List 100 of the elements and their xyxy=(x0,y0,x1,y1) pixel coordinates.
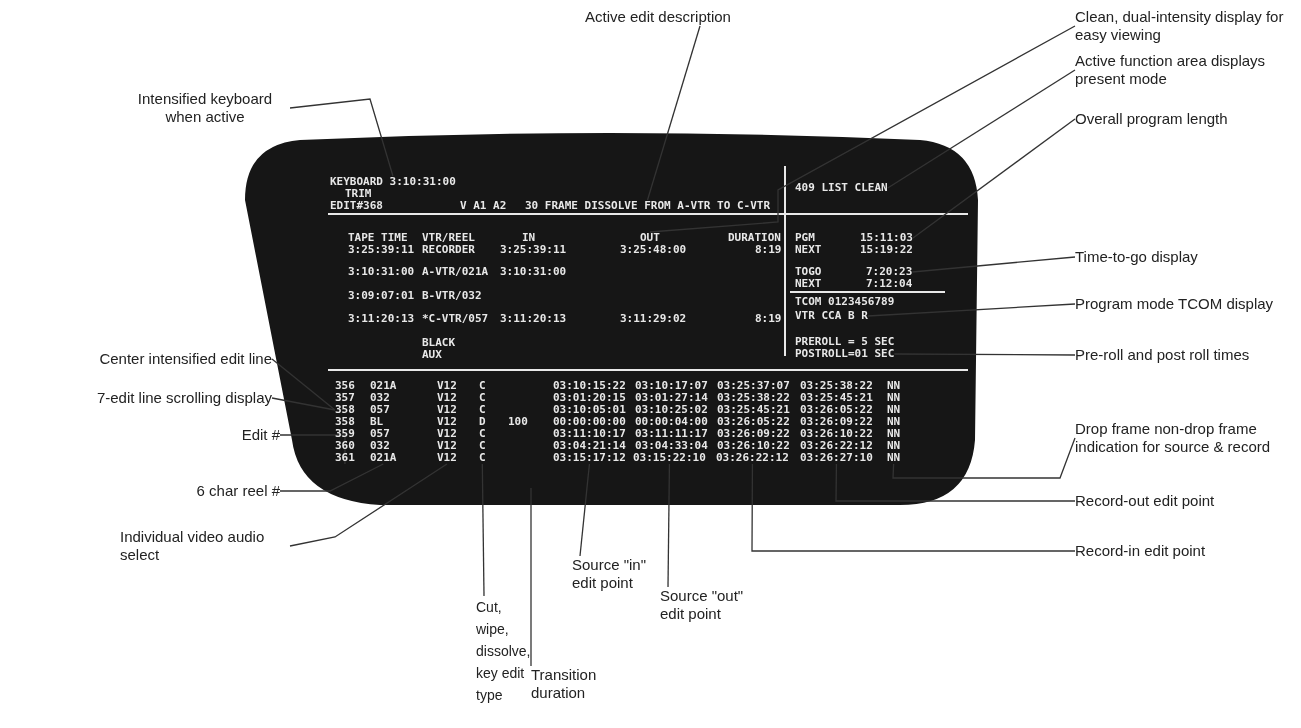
screen-text: 15:11:03 xyxy=(860,232,913,244)
screen-text: 360 xyxy=(335,440,355,452)
screen-text: 03:11:11:17 xyxy=(635,428,708,440)
callout-text: Pre-roll and post roll times xyxy=(1075,346,1295,364)
leader-line xyxy=(887,69,1076,189)
callout-text: Active edit description xyxy=(585,8,815,26)
callout-text: Record-out edit point xyxy=(1075,492,1295,510)
screen-text: 3:25:48:00 xyxy=(620,244,687,256)
screen-text: 03:26:27:10 xyxy=(800,452,873,464)
screen-text: 03:04:21:14 xyxy=(553,440,626,452)
screen-text: V12 xyxy=(437,404,457,416)
screen-text: PGM xyxy=(795,232,815,244)
leader-line xyxy=(667,463,671,588)
screen-text: VTR CCA B R xyxy=(795,310,868,322)
screen-text: 03:10:17:07 xyxy=(635,380,708,392)
screen-text: 057 xyxy=(370,404,390,416)
callout-text: Intensified keyboard when active xyxy=(120,90,290,126)
screen-text: 03:25:38:22 xyxy=(800,380,873,392)
screen-text: 3:11:29:02 xyxy=(620,313,687,325)
screen-text: TAPE TIME xyxy=(348,232,408,244)
screen-text: TOGO xyxy=(795,266,822,278)
screen-text: 03:26:09:22 xyxy=(800,416,873,428)
screen-text: *C-VTR/057 xyxy=(422,313,489,325)
leader-line xyxy=(530,487,532,667)
screen-text: C xyxy=(479,452,486,464)
screen-text: PREROLL = 5 SEC xyxy=(795,336,895,348)
screen-text: 30 FRAME DISSOLVE FROM A-VTR TO C-VTR xyxy=(525,200,771,212)
screen-text: EDIT#368 xyxy=(330,200,383,212)
screen-text: OUT xyxy=(640,232,660,244)
screen-text: C xyxy=(479,440,486,452)
callout-text: Transition duration xyxy=(531,666,631,702)
screen-text: V12 xyxy=(437,440,457,452)
callout-text: Overall program length xyxy=(1075,110,1295,128)
screen-text: 15:19:22 xyxy=(860,244,913,256)
screen-text: TCOM 0123456789 xyxy=(795,296,895,308)
screen-text: 8:19 xyxy=(755,313,782,325)
leader-line xyxy=(289,463,448,547)
screen-text: NEXT xyxy=(795,244,822,256)
screen-text: 03:15:22:10 xyxy=(633,452,706,464)
screen-text: 03:01:27:14 xyxy=(635,392,708,404)
callout-text: Individual video audio select xyxy=(120,528,290,564)
screen-text: VTR/REEL xyxy=(422,232,475,244)
screen-text: V A1 A2 xyxy=(460,200,507,212)
screen-text: 03:25:45:21 xyxy=(800,392,873,404)
callout-text: Record-in edit point xyxy=(1075,542,1295,560)
screen-text: 358 xyxy=(335,416,355,428)
leader-line xyxy=(835,463,1076,502)
screen-text: 3:09:07:01 xyxy=(348,290,415,302)
leader-line xyxy=(579,463,591,557)
callout-text: 6 char reel # xyxy=(150,482,280,500)
screen-text: 03:10:05:01 xyxy=(553,404,626,416)
screen-text: 356 xyxy=(335,380,355,392)
screen-text: 3:10:31:00 xyxy=(500,266,567,278)
callout-text: Program mode TCOM display xyxy=(1075,295,1295,313)
screen-text: 03:15:17:12 xyxy=(553,452,626,464)
screen-text: NN xyxy=(887,428,901,440)
screen-text: 03:26:10:22 xyxy=(717,440,790,452)
screen-text: NN xyxy=(887,404,901,416)
screen-text: 3:11:20:13 xyxy=(500,313,567,325)
screen-text: 021A xyxy=(370,452,397,464)
screen-text: 03:26:05:22 xyxy=(717,416,790,428)
screen-text: 03:10:25:02 xyxy=(635,404,708,416)
screen-text: 032 xyxy=(370,440,390,452)
screen-text: 3:11:20:13 xyxy=(348,313,415,325)
screen-text: C xyxy=(479,380,486,392)
screen-text: 7:20:23 xyxy=(866,266,913,278)
callout-text: Center intensified edit line xyxy=(0,350,272,368)
callout-text: 7-edit line scrolling display xyxy=(0,389,272,407)
screen-text: 3:25:39:11 xyxy=(500,244,567,256)
screen-text: NN xyxy=(887,416,901,428)
screen-text: 03:25:37:07 xyxy=(717,380,790,392)
leader-line xyxy=(649,25,1076,233)
leader-line xyxy=(279,463,384,492)
screen-text: NEXT xyxy=(795,278,822,290)
screen-text: C xyxy=(479,392,486,404)
screen-text: POSTROLL=01 SEC xyxy=(795,348,895,360)
screen-text: NN xyxy=(887,392,901,404)
screen-text: DURATION xyxy=(728,232,781,244)
screen-text: 03:26:05:22 xyxy=(800,404,873,416)
callout-text: Drop frame non-drop frame indication for source & record xyxy=(1075,420,1295,456)
screen-text: 03:26:22:12 xyxy=(716,452,789,464)
screen-text: C xyxy=(479,428,486,440)
screen-text: V12 xyxy=(437,380,457,392)
callout-text: Source "in" edit point xyxy=(572,556,662,592)
screen-text: V12 xyxy=(437,452,457,464)
screen-text: BLACK xyxy=(422,337,456,349)
leader-line xyxy=(867,303,1076,317)
screen-text: 409 LIST CLEAN xyxy=(795,182,888,194)
screen-text: 8:19 xyxy=(755,244,782,256)
callout-text: Edit # xyxy=(170,426,280,444)
screen-text: V12 xyxy=(437,392,457,404)
screen-text: 00:00:00:00 xyxy=(553,416,626,428)
screen-text: 03:25:45:21 xyxy=(717,404,790,416)
screen-text: 03:25:38:22 xyxy=(717,392,790,404)
screen-text: 100 xyxy=(508,416,528,428)
screen-text: 359 xyxy=(335,428,355,440)
callout-text: Active function area displays present mode xyxy=(1075,52,1295,88)
screen-text: 3:10:31:00 xyxy=(348,266,415,278)
screen-text: C xyxy=(479,404,486,416)
screen-text: 361 xyxy=(335,452,355,464)
